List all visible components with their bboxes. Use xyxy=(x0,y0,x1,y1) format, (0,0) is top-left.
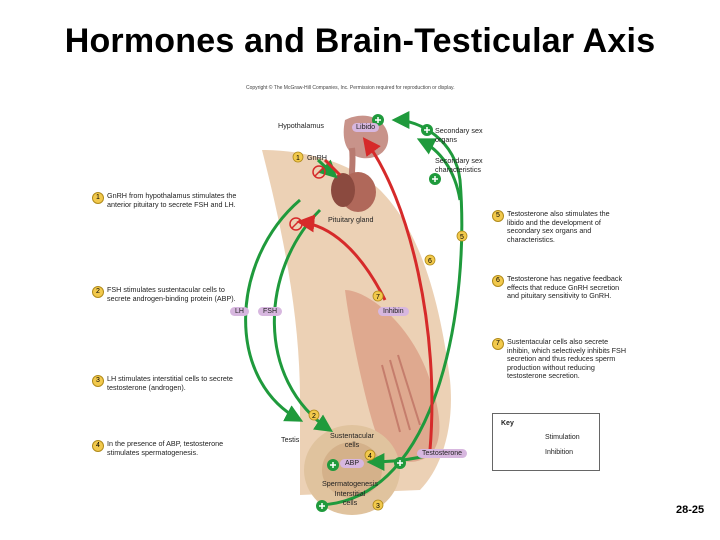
testosterone-to-libido-pathway xyxy=(319,111,464,507)
step-badge-1: 1 xyxy=(292,151,304,163)
label-inhibin: Inhibin xyxy=(378,307,409,316)
label-fsh: FSH xyxy=(258,307,282,316)
fsh-pathway xyxy=(272,208,333,433)
label-gnrh: GnRH xyxy=(307,153,327,162)
svg-text:7: 7 xyxy=(376,294,380,301)
inhibin-pathway xyxy=(296,214,387,301)
legend-key: Key Stimulation Inhibition xyxy=(492,413,600,471)
step-badge-6: 6 xyxy=(424,254,436,266)
to-secondary-organs-pathway xyxy=(416,138,462,201)
step-badge-7: 7 xyxy=(372,290,384,302)
label-secondary-organs: Secondary sex organs xyxy=(435,126,483,144)
svg-text:4: 4 xyxy=(368,453,372,460)
inhibition-marker xyxy=(312,165,326,179)
label-testosterone: Testosterone xyxy=(417,449,468,458)
label-abp: ABP xyxy=(340,459,365,468)
stimulation-marker xyxy=(429,173,441,185)
lh-pathway xyxy=(244,198,304,422)
step-badge-4: 4 xyxy=(364,449,376,461)
gnrh-to-pituitary-pathway xyxy=(316,158,338,179)
stimulation-marker xyxy=(316,500,328,512)
copyright-notice: Copyright © The McGraw-Hill Companies, I… xyxy=(246,85,455,91)
penis-tissue xyxy=(345,290,440,462)
stimulation-marker xyxy=(394,457,406,469)
svg-text:6: 6 xyxy=(428,258,432,265)
svg-text:2: 2 xyxy=(312,413,316,420)
label-lh: LH xyxy=(230,307,249,316)
label-secondary-characteristics: Secondary sex characteristics xyxy=(435,156,483,174)
svg-text:5: 5 xyxy=(460,234,464,241)
stimulation-marker xyxy=(327,459,339,471)
step-badge-5: 5 xyxy=(456,230,468,242)
label-spermatogenesis: Spermatogenesis xyxy=(322,479,378,488)
slide-title: Hormones and Brain-Testicular Axis xyxy=(64,22,656,60)
key-inhibition-label: Inhibition xyxy=(545,449,574,456)
negative-feedback-pathway xyxy=(362,137,434,451)
erectile-tissue-stripes xyxy=(381,354,421,433)
label-libido: Libido xyxy=(352,122,380,132)
svg-text:1: 1 xyxy=(296,155,300,162)
step-badge-3: 3 xyxy=(372,499,384,511)
key-title: Key xyxy=(501,420,514,427)
svg-text:3: 3 xyxy=(376,503,380,510)
feedback-to-hypothalamus xyxy=(323,158,342,177)
label-pituitary: Pituitary gland xyxy=(328,215,374,224)
label-interstitial: Interstitial cells xyxy=(334,489,366,507)
step-badge-2: 2 xyxy=(308,409,320,421)
pituitary-lobe xyxy=(331,173,355,207)
label-testis: Testis xyxy=(281,435,300,444)
stimulation-marker xyxy=(421,124,433,136)
label-hypothalamus: Hypothalamus xyxy=(278,121,324,130)
label-sustentacular: Sustentacular cells xyxy=(330,431,374,449)
page-number: 28-25 xyxy=(676,504,705,516)
key-stimulation-label: Stimulation xyxy=(545,434,580,441)
inhibition-marker xyxy=(289,217,303,231)
